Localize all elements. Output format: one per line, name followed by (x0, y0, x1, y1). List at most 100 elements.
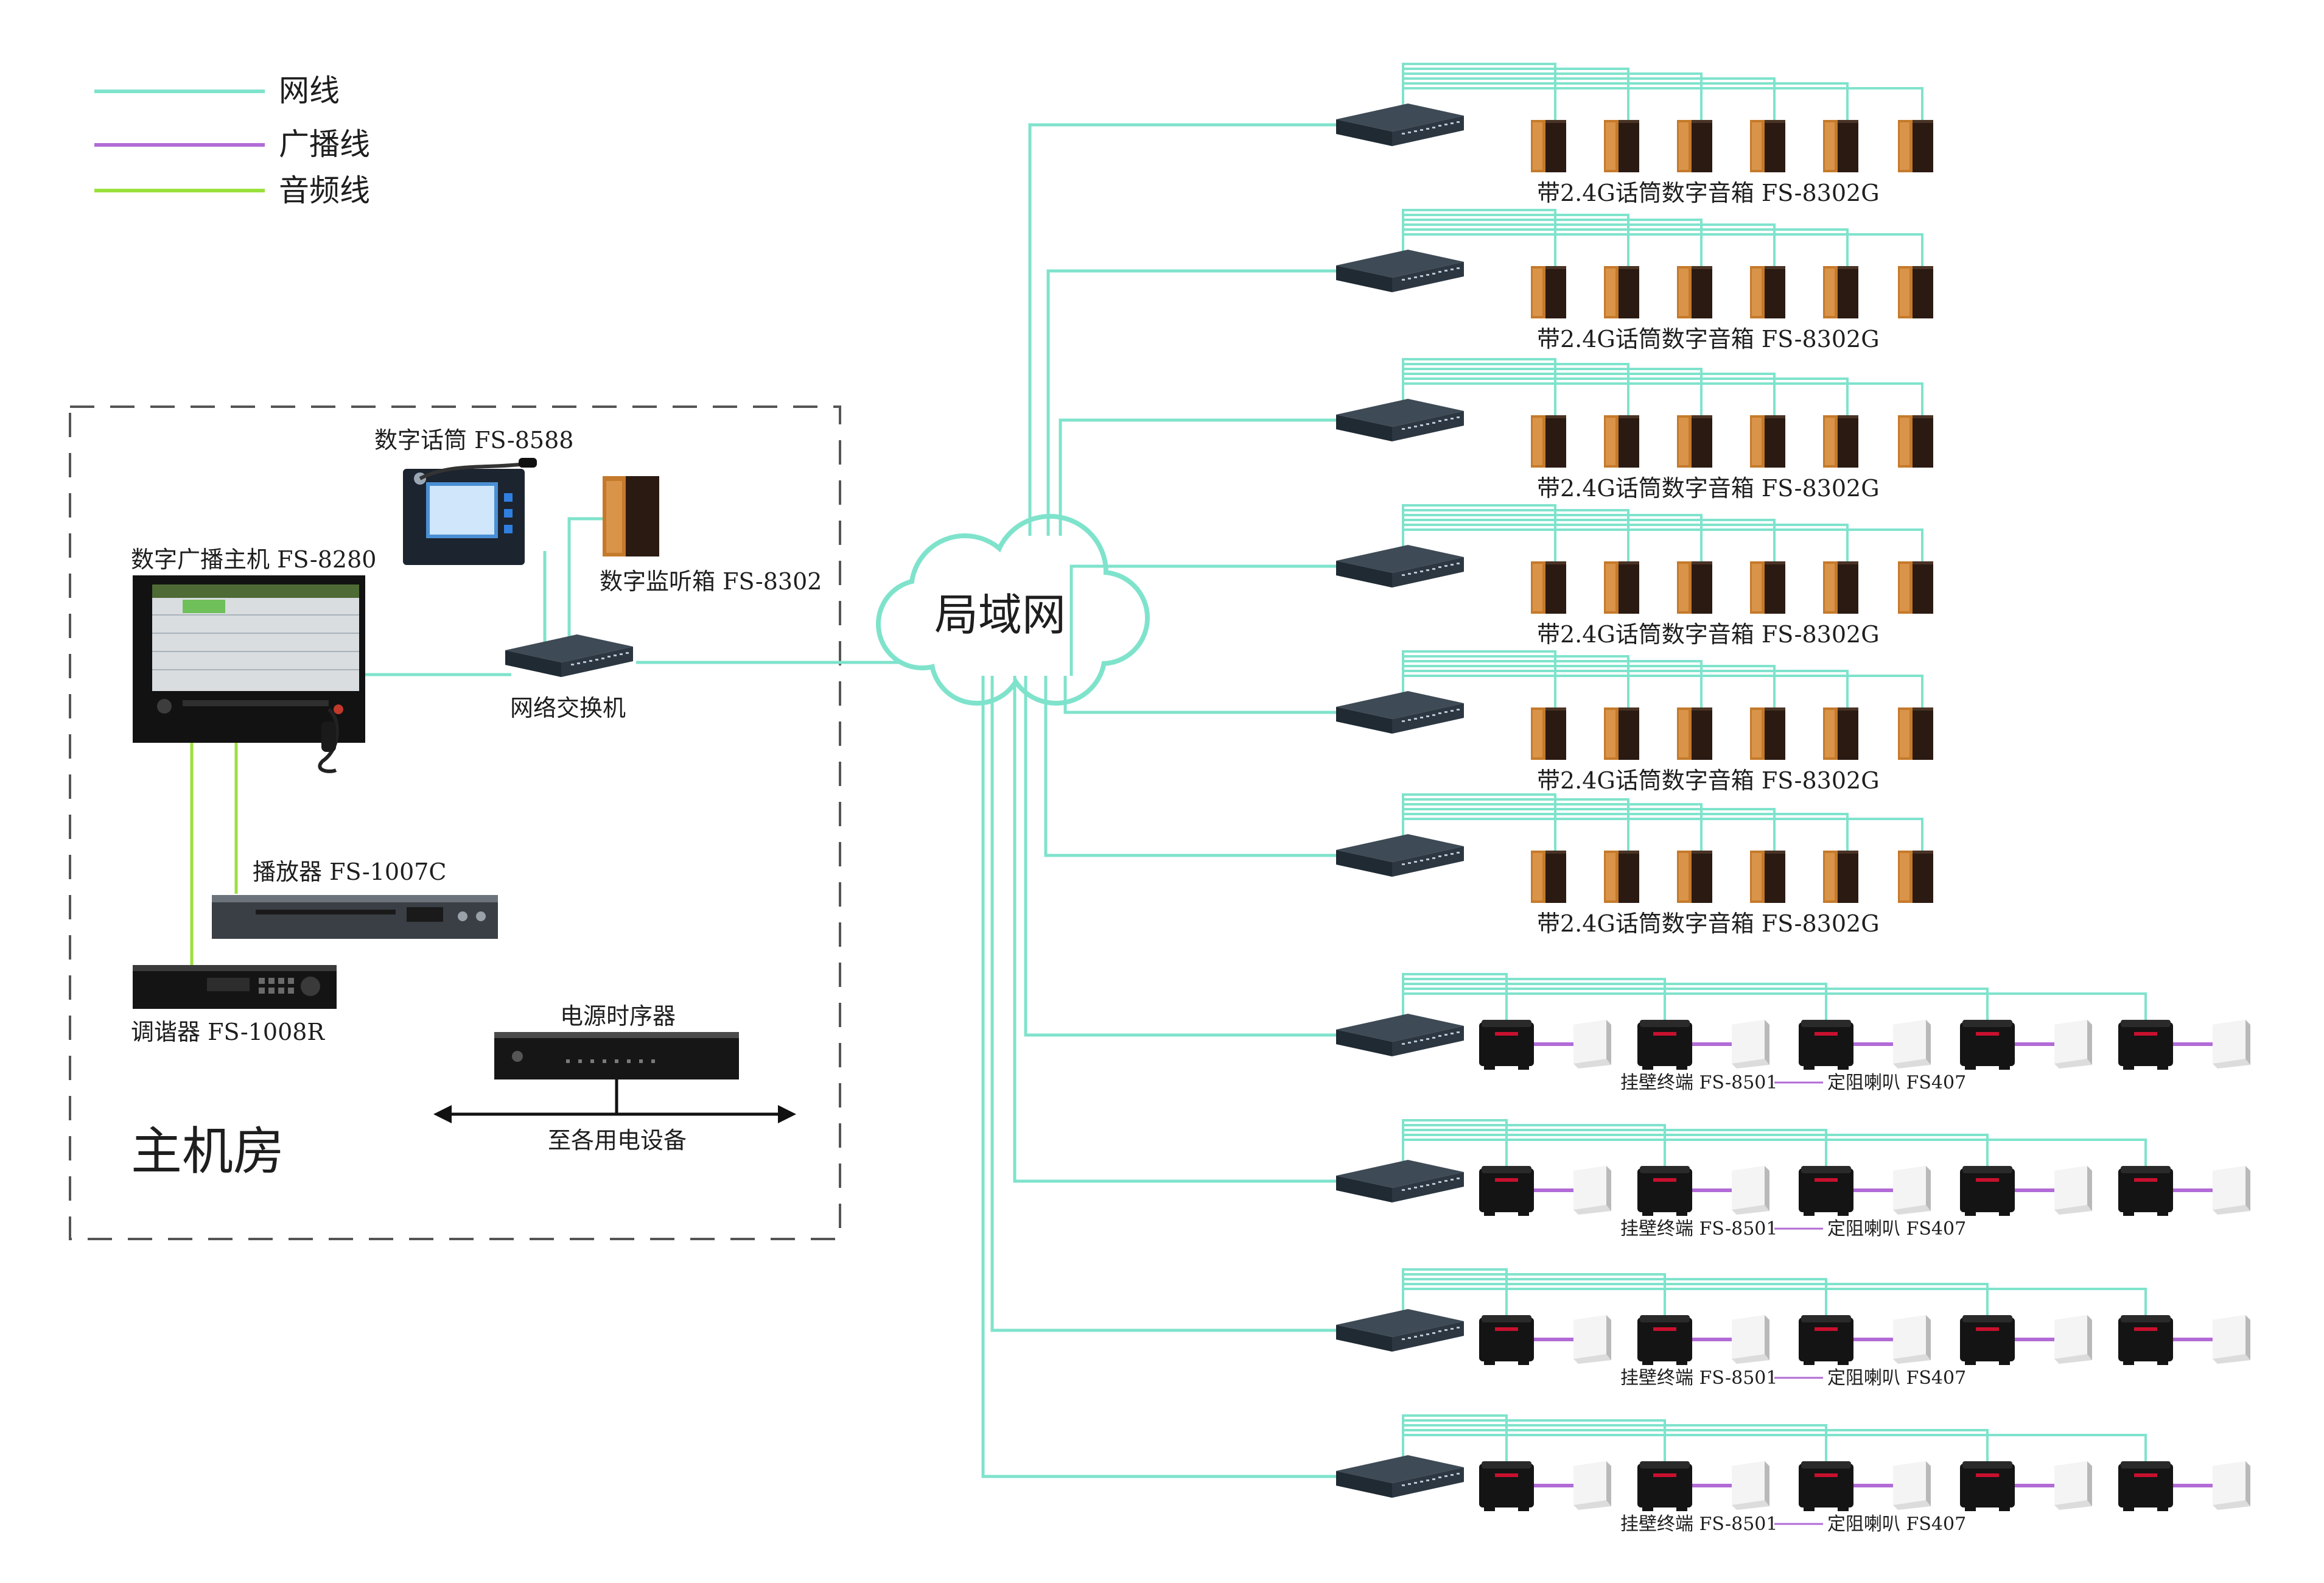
constant-resistance-horn (2213, 1166, 2250, 1215)
wall-terminal (1637, 1461, 1692, 1511)
wall-terminal (1479, 1020, 1534, 1070)
speaker-group-label: 带2.4G话筒数字音箱 FS-8302G (1537, 910, 1880, 937)
constant-resistance-horn (2054, 1461, 2092, 1510)
speaker-group-label: 带2.4G话筒数字音箱 FS-8302G (1537, 767, 1880, 794)
speaker-group-label: 带2.4G话筒数字音箱 FS-8302G (1537, 180, 1880, 206)
host-room: 主机房 数字话筒 FS-8588 (69, 405, 907, 1240)
speaker-link-line (1402, 675, 1923, 707)
zone-network-switch (1336, 545, 1464, 588)
lan-trunk-line (1063, 676, 1336, 714)
lan-trunk-line (1024, 676, 1336, 1037)
tuner (133, 965, 337, 1009)
lan-trunk-line (981, 676, 1336, 1478)
speaker-link-line (1402, 519, 1776, 561)
zone-network-switch (1336, 250, 1464, 292)
speaker-link-line (1402, 528, 1923, 561)
constant-resistance-horn (1893, 1461, 1931, 1510)
speaker-link-line (1402, 808, 1776, 851)
terminal-link-line (1402, 1434, 2147, 1464)
digital-speaker (1531, 561, 1566, 614)
speaker-group: 带2.4G话筒数字音箱 FS-8302G (1336, 504, 1933, 648)
constant-resistance-horn (1732, 1020, 1769, 1069)
digital-speaker (1604, 415, 1639, 468)
legend-label-audio: 音频线 (279, 173, 370, 208)
legend-label-broadcast: 广播线 (279, 127, 370, 162)
constant-resistance-horn (1573, 1166, 1611, 1215)
power-sequencer (494, 1032, 739, 1079)
lan-trunk-line (1013, 676, 1336, 1183)
wall-terminal (1799, 1166, 1853, 1216)
digital-speaker (1823, 120, 1858, 172)
zone-network-switch (1336, 1014, 1464, 1056)
terminal-link-line (1402, 1288, 2147, 1318)
wall-terminal (1637, 1020, 1692, 1070)
horn-label: 定阻喇叭 FS407 (1827, 1218, 1966, 1240)
power-distribution-arrow (433, 1079, 796, 1123)
digital-speaker (1898, 561, 1933, 614)
wall-terminal (1479, 1315, 1534, 1365)
lan-trunk-line (1069, 564, 1336, 676)
lan-trunk-line (1028, 123, 1336, 536)
terminal-group: 挂壁终端 FS-8501 定阻喇叭 FS407 (1336, 1119, 2250, 1240)
wall-terminal (1960, 1020, 2015, 1070)
terminal-link-line (1402, 973, 1508, 1023)
constant-resistance-horn (2054, 1166, 2092, 1215)
speaker-link-line (1402, 373, 1776, 415)
constant-resistance-horn (1573, 1315, 1611, 1364)
speaker-group-label: 带2.4G话筒数字音箱 FS-8302G (1537, 475, 1880, 502)
digital-speaker (1677, 851, 1712, 903)
zone-network-switch (1336, 1455, 1464, 1498)
legend: 网线 广播线 音频线 (94, 73, 370, 208)
zone-network-switch (1336, 691, 1464, 734)
terminal-link-line (1402, 1419, 1666, 1464)
wall-terminal (1799, 1020, 1853, 1070)
speaker-link-line (1402, 382, 1923, 415)
digital-speaker (1677, 415, 1712, 468)
digital-speaker (1898, 120, 1933, 172)
digital-speaker (1677, 561, 1712, 614)
digital-speaker (1823, 851, 1858, 903)
constant-resistance-horn (2213, 1020, 2250, 1069)
label-power-distribution: 至各用电设备 (548, 1127, 687, 1154)
digital-speaker (1823, 415, 1858, 468)
digital-speaker (1677, 266, 1712, 318)
label-power-sequencer: 电源时序器 (560, 1003, 676, 1030)
digital-speaker (1750, 561, 1785, 614)
digital-speaker (1750, 707, 1785, 760)
terminal-link-line (1402, 1273, 1666, 1318)
wall-terminal (2118, 1166, 2173, 1216)
label-tuner: 调谐器 FS-1008R (131, 1019, 325, 1045)
label-broadcast-host: 数字广播主机 FS-8280 (131, 546, 376, 573)
wall-terminal (1960, 1166, 2015, 1216)
constant-resistance-horn (1893, 1020, 1931, 1069)
speaker-group: 带2.4G话筒数字音箱 FS-8302G (1336, 793, 1933, 937)
digital-microphone (403, 458, 537, 565)
constant-resistance-horn (1573, 1461, 1611, 1510)
host-room-links (364, 517, 907, 676)
speaker-group: 带2.4G话筒数字音箱 FS-8302G (1336, 63, 1933, 206)
label-player: 播放器 FS-1007C (253, 858, 447, 885)
digital-speaker (1898, 266, 1933, 318)
speaker-group: 带2.4G话筒数字音箱 FS-8302G (1336, 650, 1933, 794)
speaker-link-line (1402, 665, 1776, 707)
digital-speaker (1604, 120, 1639, 172)
digital-speaker (1677, 707, 1712, 760)
terminal-link-line (1402, 1414, 1508, 1464)
host-room-boundary (69, 405, 841, 1240)
digital-speaker (1750, 415, 1785, 468)
lan-trunk-line (1046, 269, 1336, 536)
broadcast-host (133, 575, 365, 773)
wall-terminal (2118, 1315, 2173, 1365)
terminal-label: 挂壁终端 FS-8501 (1620, 1218, 1778, 1240)
horn-label: 定阻喇叭 FS407 (1827, 1072, 1966, 1093)
lan-trunks (981, 123, 1336, 1478)
lan-trunk-line (1059, 418, 1336, 536)
wall-terminal (1799, 1315, 1853, 1365)
wall-terminal (1960, 1315, 2015, 1365)
digital-speaker (1531, 707, 1566, 760)
label-monitor-speaker: 数字监听箱 FS-8302 (600, 568, 822, 595)
